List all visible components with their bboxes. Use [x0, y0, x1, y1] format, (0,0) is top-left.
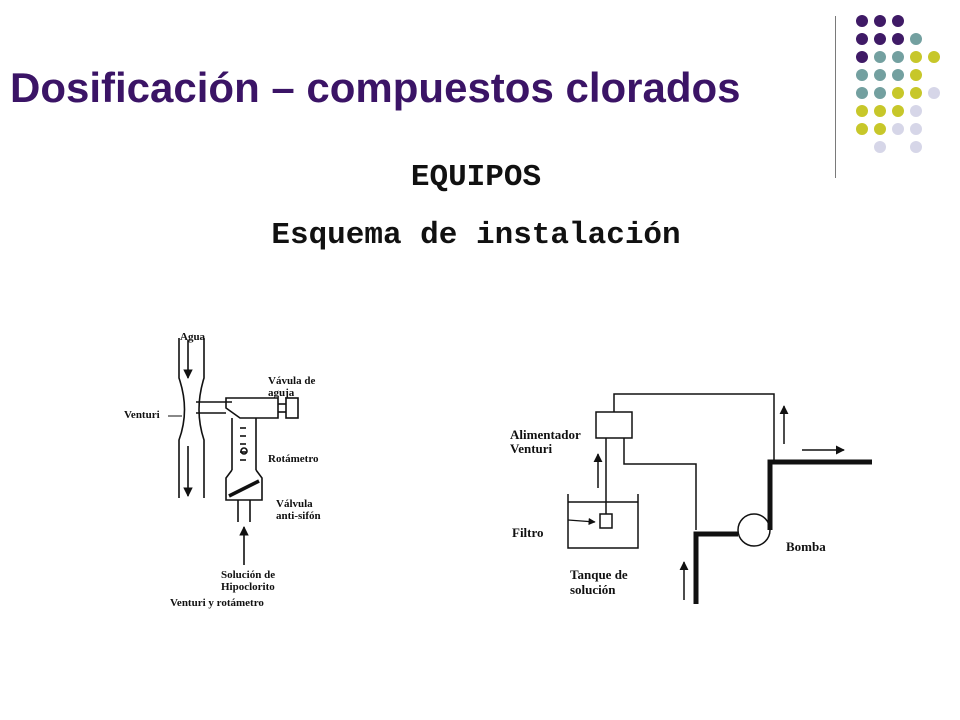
label-rotametro: Rotámetro: [268, 453, 319, 465]
venturi-left-wall: [178, 338, 186, 498]
filter-element: [599, 513, 613, 529]
label-alimentador-line1: Alimentador: [510, 427, 581, 442]
label-bomba: Bomba: [786, 539, 826, 554]
label-alimentador-line2: Venturi: [510, 441, 553, 456]
label-valvula-aguja-line2: aguja: [268, 387, 295, 399]
solution-tank: [567, 494, 639, 549]
label-tanque-line2: solución: [570, 582, 616, 597]
label-valvula-aguja-line1: Vávula de: [268, 375, 316, 387]
label-valvula-antisifon-line1: Válvula: [276, 498, 313, 510]
label-agua: Agua: [180, 331, 206, 343]
title-divider-line: [835, 16, 836, 178]
label-tanque-line1: Tanque de: [570, 567, 628, 582]
filter-arrow: [567, 517, 596, 526]
main-pipe: [693, 531, 738, 604]
caption-venturi-rotametro: Venturi y rotámetro: [170, 597, 264, 609]
subtitle-esquema: Esquema de instalación: [271, 218, 681, 253]
discharge-pipe: [767, 459, 872, 530]
subtitle-equipos: EQUIPOS: [410, 160, 542, 195]
label-solucion-line2: Hipoclorito: [221, 581, 275, 593]
decorative-dot-grid: [856, 15, 940, 153]
label-venturi: Venturi: [124, 409, 160, 421]
pump-circle: [737, 513, 771, 547]
label-filtro: Filtro: [512, 525, 544, 540]
label-solucion-line1: Solución de: [221, 569, 276, 581]
needle-valve: [225, 397, 279, 419]
label-valvula-antisifon-line2: anti-sifón: [276, 510, 321, 522]
slide-title: Dosificación – compuestos clorados: [10, 64, 741, 111]
antisiphon-valve-plate: [228, 479, 260, 498]
venturi-feeder-box: [595, 411, 633, 439]
venturi-right-wall: [198, 338, 205, 498]
